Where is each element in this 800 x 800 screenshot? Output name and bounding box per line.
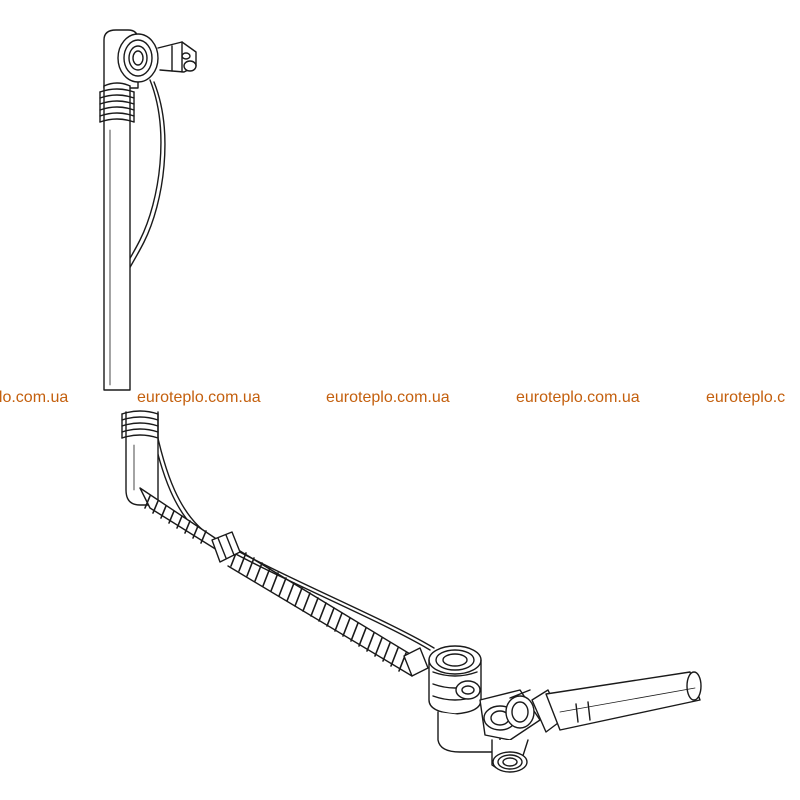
outlet-pipe [531,671,702,733]
watermark-text: plo.com.ua [0,386,73,410]
watermark-row: plo.com.ua euroteplo.com.ua euroteplo.co… [0,386,800,412]
drain-body [428,645,541,773]
watermark-text: euroteplo.com.ua [512,386,644,410]
vertical-overflow-pipe [99,82,135,391]
overflow-head [103,29,197,89]
watermark-text: euroteplo.c [702,386,790,410]
watermark-text: euroteplo.com.ua [322,386,454,410]
watermark-text: euroteplo.com.ua [133,386,265,410]
lower-vertical-pipe [121,410,159,506]
corrugated-hose [139,487,429,677]
